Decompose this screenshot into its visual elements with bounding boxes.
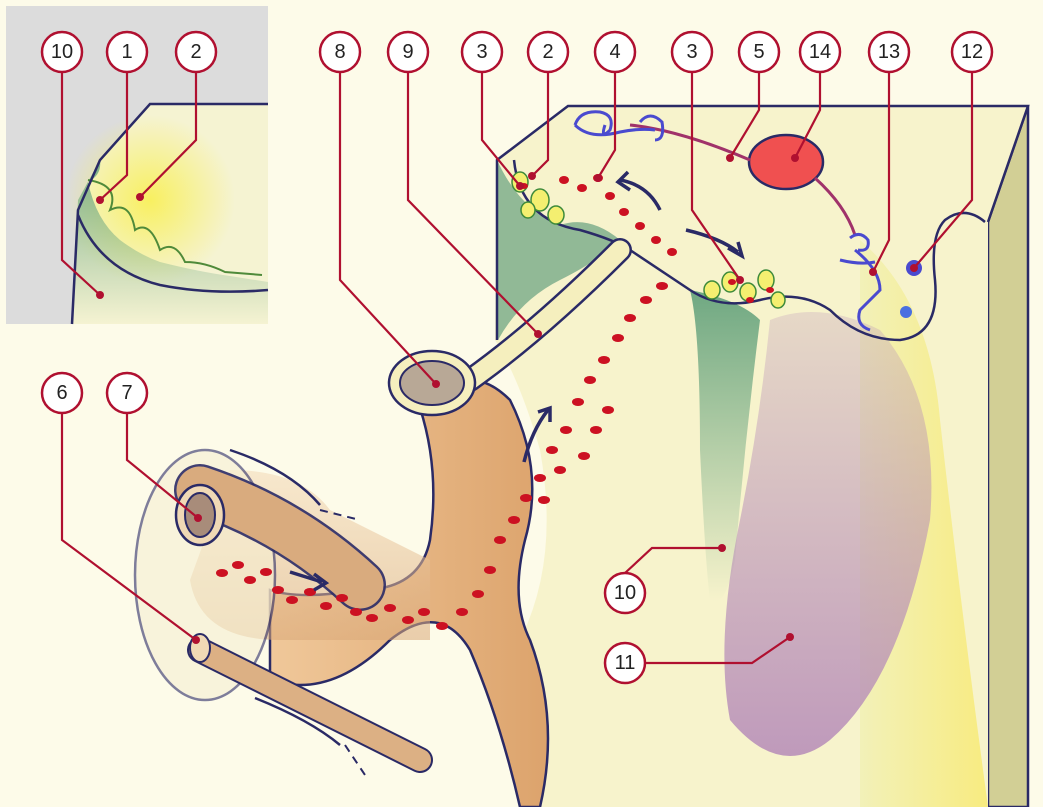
callout-number: 2 — [190, 41, 201, 63]
tissue-block — [495, 106, 1028, 807]
callout-target-dot — [786, 633, 794, 641]
callout-target-dot — [136, 193, 144, 201]
callout-number: 12 — [961, 41, 983, 63]
callout-number: 14 — [809, 41, 831, 63]
callout-number: 9 — [402, 41, 413, 63]
callout-number: 8 — [334, 41, 345, 63]
callout-number: 1 — [121, 41, 132, 63]
callout-number: 13 — [878, 41, 900, 63]
callout-number: 3 — [476, 41, 487, 63]
callout-number: 7 — [121, 382, 132, 404]
callout-leader-line — [340, 72, 436, 384]
callout-target-dot — [869, 268, 877, 276]
callout-target-dot — [432, 380, 440, 388]
callout-target-dot — [594, 174, 602, 182]
callout-3: 8 — [320, 32, 440, 388]
blue-granule-2 — [900, 306, 912, 318]
callout-target-dot — [192, 636, 200, 644]
vessel-group — [135, 450, 430, 775]
callout-target-dot — [534, 330, 542, 338]
nucleus — [749, 135, 823, 189]
callout-target-dot — [910, 264, 918, 272]
callout-target-dot — [516, 182, 524, 190]
callout-target-dot — [96, 196, 104, 204]
callout-number: 11 — [615, 652, 636, 674]
callout-number: 5 — [753, 41, 764, 63]
callout-number: 10 — [614, 582, 636, 604]
callout-target-dot — [194, 514, 202, 522]
callout-number: 10 — [51, 41, 73, 63]
duct-lumen — [400, 361, 464, 405]
callout-target-dot — [96, 291, 104, 299]
callout-number: 6 — [56, 382, 67, 404]
callout-target-dot — [736, 276, 744, 284]
block-side-face — [988, 106, 1028, 807]
callout-number: 3 — [686, 41, 697, 63]
callout-target-dot — [718, 544, 726, 552]
callout-target-dot — [726, 154, 734, 162]
callout-number: 4 — [609, 41, 620, 63]
callout-target-dot — [791, 154, 799, 162]
callout-target-dot — [528, 172, 536, 180]
callout-number: 2 — [542, 41, 553, 63]
